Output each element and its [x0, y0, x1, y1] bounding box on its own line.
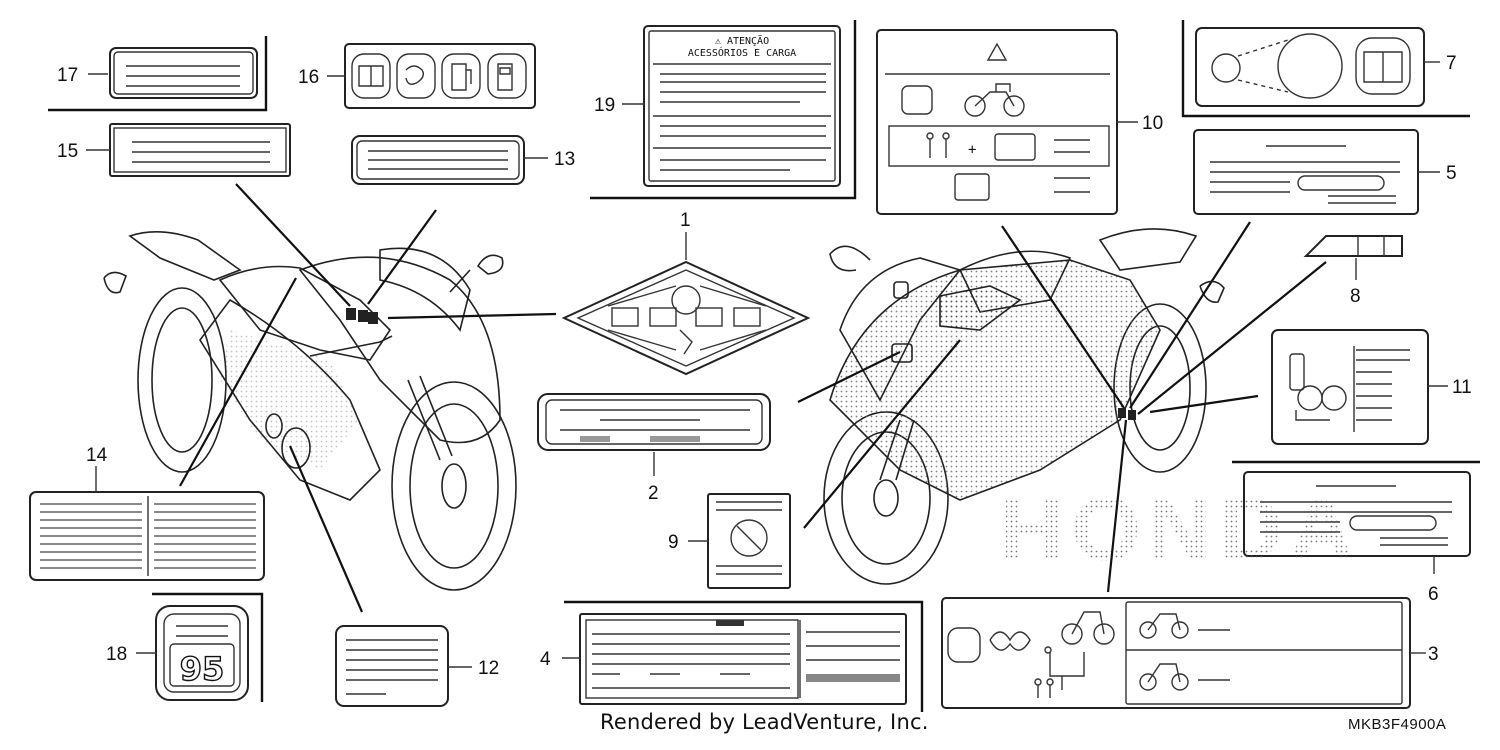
svg-text:+: +	[968, 142, 976, 158]
riders-icon	[926, 132, 950, 158]
callout-12: 12	[478, 658, 499, 679]
spark-plug-icon	[1289, 353, 1347, 421]
callout-6: 6	[1428, 584, 1439, 605]
credit-text: Rendered by LeadVenture, Inc.	[600, 710, 929, 734]
label-7[interactable]	[1195, 27, 1425, 107]
lightning-icon	[679, 329, 693, 355]
suspension-icon	[989, 631, 1031, 651]
callout-8: 8	[1350, 286, 1361, 307]
label-10[interactable]: +	[876, 29, 1118, 215]
luggage-icon	[954, 173, 990, 201]
motorcycle-side-icon	[1061, 611, 1115, 645]
label-3[interactable]	[941, 597, 1411, 709]
fuel-pump-icon	[441, 53, 481, 99]
callout-18: 18	[106, 644, 127, 665]
label-14[interactable]	[29, 491, 265, 581]
label-17[interactable]	[109, 47, 258, 99]
label-19-title: ⚠ ATENÇÃO	[715, 34, 769, 47]
octane-number: 95	[180, 650, 225, 688]
tire-icon	[1349, 515, 1437, 531]
callout-17: 17	[57, 65, 78, 86]
callout-3: 3	[1428, 644, 1439, 665]
manual-book-icon	[351, 53, 391, 99]
label-9[interactable]	[707, 493, 791, 589]
label-18[interactable]: 95	[155, 605, 249, 701]
callout-14: 14	[86, 445, 108, 466]
callout-2: 2	[648, 483, 659, 504]
callout-13: 13	[554, 149, 575, 170]
callout-10: 10	[1142, 113, 1163, 134]
label-1[interactable]	[561, 260, 811, 376]
manual-book-icon	[1355, 37, 1411, 95]
label-16[interactable]	[344, 43, 536, 109]
sport-bike-icon	[1139, 613, 1189, 639]
label-2[interactable]	[537, 393, 771, 451]
diagram-code: MKB3F4900A	[1348, 716, 1447, 733]
callout-1: 1	[680, 210, 691, 231]
callout-16: 16	[298, 67, 319, 88]
motorcycle-right-view	[823, 228, 1225, 585]
sport-bike-icon	[1139, 663, 1189, 691]
section-dividers	[48, 20, 1480, 712]
callout-9: 9	[668, 532, 679, 553]
motorcycle-left-view	[103, 231, 517, 591]
label-19-subtitle: ACESSÓRIOS E CARGA	[688, 46, 796, 59]
fuel-nozzle-icon	[396, 53, 436, 99]
label-12[interactable]	[335, 625, 449, 707]
label-6[interactable]	[1243, 471, 1471, 557]
callout-11: 11	[1452, 377, 1472, 398]
helmet-icon	[671, 285, 701, 315]
callout-19: 19	[594, 95, 615, 116]
pointer-lines	[179, 183, 1327, 613]
callout-5: 5	[1446, 163, 1457, 184]
no-entry-icon	[730, 519, 768, 557]
callout-15: 15	[57, 141, 78, 162]
manual-book-icon	[901, 85, 933, 115]
label-15[interactable]	[109, 123, 291, 177]
label-8[interactable]	[1303, 235, 1403, 257]
callout-7: 7	[1446, 53, 1457, 74]
label-19[interactable]: ⚠ ATENÇÃO ACESSÓRIOS E CARGA	[643, 25, 841, 187]
loaded-motorcycle-icon	[964, 83, 1025, 117]
label-4[interactable]	[579, 613, 907, 705]
rider-icon	[1044, 646, 1052, 654]
luggage-icon	[994, 133, 1036, 161]
fuel-gauge-icon	[487, 53, 527, 99]
manual-book-icon	[947, 627, 981, 663]
warning-icon	[986, 42, 1008, 61]
callout-4: 4	[540, 649, 551, 670]
honda-background-mark: HONDA	[1000, 480, 1360, 580]
label-11[interactable]	[1271, 329, 1429, 445]
two-riders-icon	[1034, 678, 1054, 698]
tire-icon	[1297, 175, 1385, 191]
label-13[interactable]	[351, 135, 525, 185]
label-5[interactable]	[1193, 129, 1419, 215]
